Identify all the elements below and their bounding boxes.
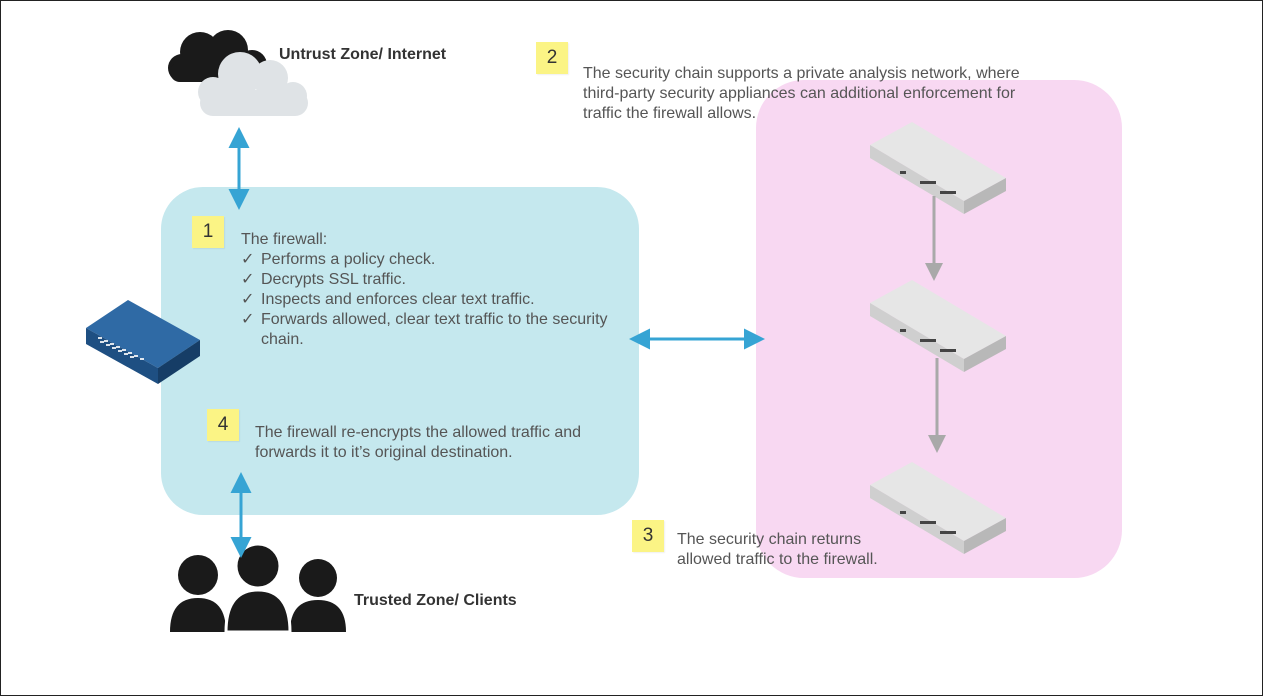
users-icon: [170, 542, 346, 634]
step-1-badge: 1: [192, 216, 224, 248]
step-1-intro: The firewall:: [241, 231, 328, 248]
trusted-zone-label: Trusted Zone/ Clients: [354, 592, 517, 609]
firewall-icon: [86, 300, 200, 384]
check-icon: ✓: [241, 271, 255, 288]
step-4-note: The firewall re-encrypts the allowed tra…: [255, 424, 582, 461]
cloud-icon: [168, 30, 308, 116]
check-icon: ✓: [241, 311, 255, 328]
step-2-badge: 2: [536, 42, 568, 74]
check-icon: ✓: [241, 251, 255, 268]
step-1-item: ✓Inspects and enforces clear text traffi…: [241, 291, 535, 308]
step-2-note: The security chain supports a private an…: [583, 65, 1020, 122]
step-1-note: The firewall: ✓Performs a policy check. …: [241, 230, 621, 350]
switch-icon: [870, 280, 1006, 372]
step-1-item: ✓Performs a policy check.: [241, 251, 436, 268]
untrust-zone-label: Untrust Zone/ Internet: [279, 46, 447, 63]
step-1-list: ✓Performs a policy check. ✓Decrypts SSL …: [241, 250, 621, 350]
check-icon: ✓: [241, 291, 255, 308]
switch-icon: [870, 122, 1006, 214]
switch-icon: [870, 462, 1006, 554]
step-3-badge: 3: [632, 520, 664, 552]
step-3-note: The security chain returns allowed traff…: [677, 531, 878, 568]
step-1-item: ✓Decrypts SSL traffic.: [241, 271, 406, 288]
firewall-zone: [161, 187, 639, 515]
step-1-item: ✓Forwards allowed, clear text traffic to…: [241, 311, 608, 348]
step-4-badge: 4: [207, 409, 239, 441]
